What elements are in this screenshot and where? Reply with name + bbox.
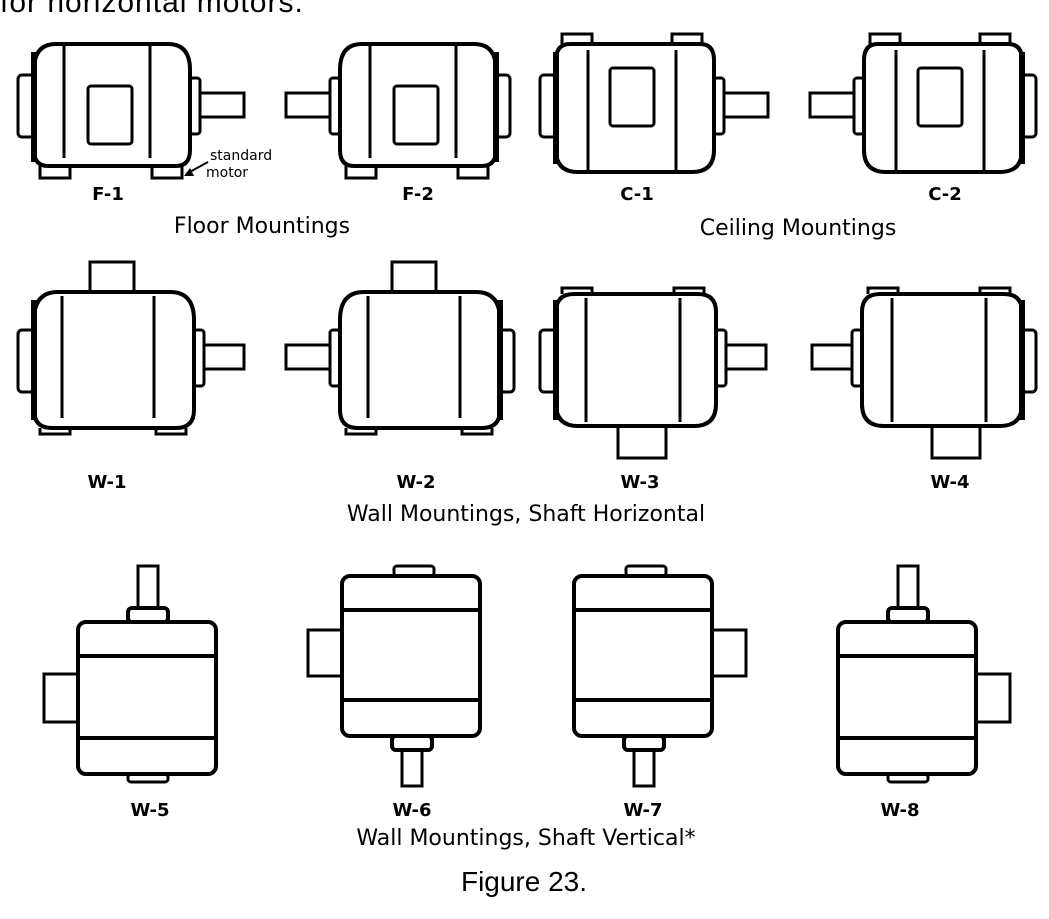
group-label-wall-vertical: Wall Mountings, Shaft Vertical* bbox=[356, 826, 696, 851]
label-w2: W-2 bbox=[396, 472, 436, 493]
label-w6: W-6 bbox=[392, 800, 432, 821]
annotation-line-2: motor bbox=[206, 165, 249, 181]
label-f1: F-1 bbox=[92, 184, 124, 205]
motor-w8-drawing bbox=[836, 564, 1012, 784]
label-c1: C-1 bbox=[620, 184, 654, 205]
motor-c2-drawing bbox=[808, 32, 1038, 174]
annotation-line-1: standard bbox=[210, 148, 273, 164]
label-w5: W-5 bbox=[130, 800, 170, 821]
label-w4: W-4 bbox=[930, 472, 970, 493]
motor-c1-drawing bbox=[538, 32, 770, 174]
label-c2: C-2 bbox=[928, 184, 962, 205]
motor-w5-drawing bbox=[42, 564, 218, 784]
motor-w1-drawing bbox=[16, 260, 246, 436]
motor-w2-drawing bbox=[284, 260, 516, 436]
group-label-ceiling: Ceiling Mountings bbox=[699, 216, 897, 241]
page-header-text: for horizontal motors. bbox=[0, 0, 304, 19]
label-w8: W-8 bbox=[880, 800, 920, 821]
label-w1: W-1 bbox=[87, 472, 127, 493]
label-w7: W-7 bbox=[623, 800, 663, 821]
label-w3: W-3 bbox=[620, 472, 660, 493]
motor-w7-drawing bbox=[572, 564, 748, 788]
motor-w6-drawing bbox=[306, 564, 482, 788]
motor-w4-drawing bbox=[810, 286, 1038, 460]
motor-f2-drawing bbox=[284, 42, 512, 180]
standard-motor-annotation: standard motor bbox=[206, 148, 273, 182]
motor-w3-drawing bbox=[538, 286, 768, 460]
group-label-floor: Floor Mountings bbox=[173, 214, 351, 239]
figure-caption: Figure 23. bbox=[460, 866, 588, 897]
label-f2: F-2 bbox=[402, 184, 434, 205]
group-label-wall-horizontal: Wall Mountings, Shaft Horizontal bbox=[346, 502, 706, 527]
